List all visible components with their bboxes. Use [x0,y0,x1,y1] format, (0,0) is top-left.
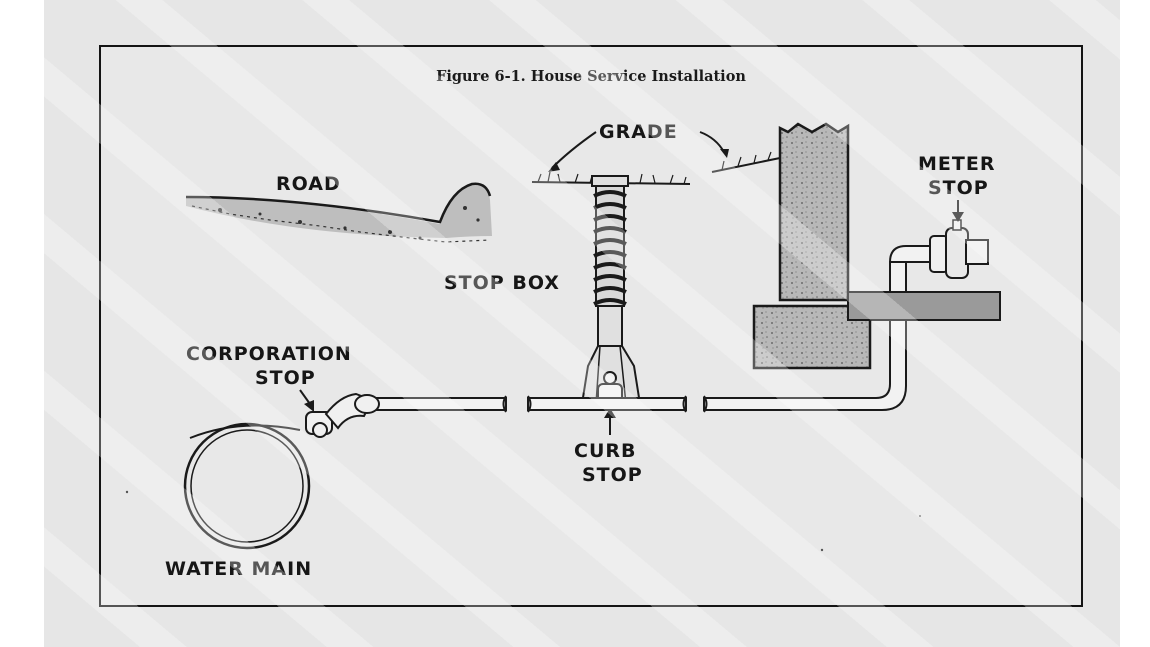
stop-box-label: STOP BOX [444,272,560,294]
curb-stop-label-line2: STOP [582,464,643,486]
road-surface [185,182,492,243]
house-foundation [752,122,1001,370]
meter-stop-pointer [952,200,964,222]
meter-stop-label-line1: METER [918,153,995,175]
water-main [183,422,311,550]
grade-label: GRADE [599,121,678,143]
meter-stop [929,219,989,279]
corporation-stop-pointer [299,389,314,412]
grade-pointer-left [548,131,597,172]
curb-stop-pointer [604,408,616,435]
figure-frame [99,45,1083,607]
figure-title: Figure 6-1. House Service Installation [436,68,746,85]
corporation-stop [305,392,380,438]
meter-stop-label-line2: STOP [928,177,989,199]
water-main-label: WATER MAIN [165,558,312,580]
curb-stop-label-line1: CURB [574,440,636,462]
stop-box [580,175,642,405]
corporation-stop-label-line1: CORPORATION [186,343,352,365]
grade-pointer-right [699,131,729,158]
corporation-stop-label-line2: STOP [255,367,316,389]
road-label: ROAD [276,173,341,195]
